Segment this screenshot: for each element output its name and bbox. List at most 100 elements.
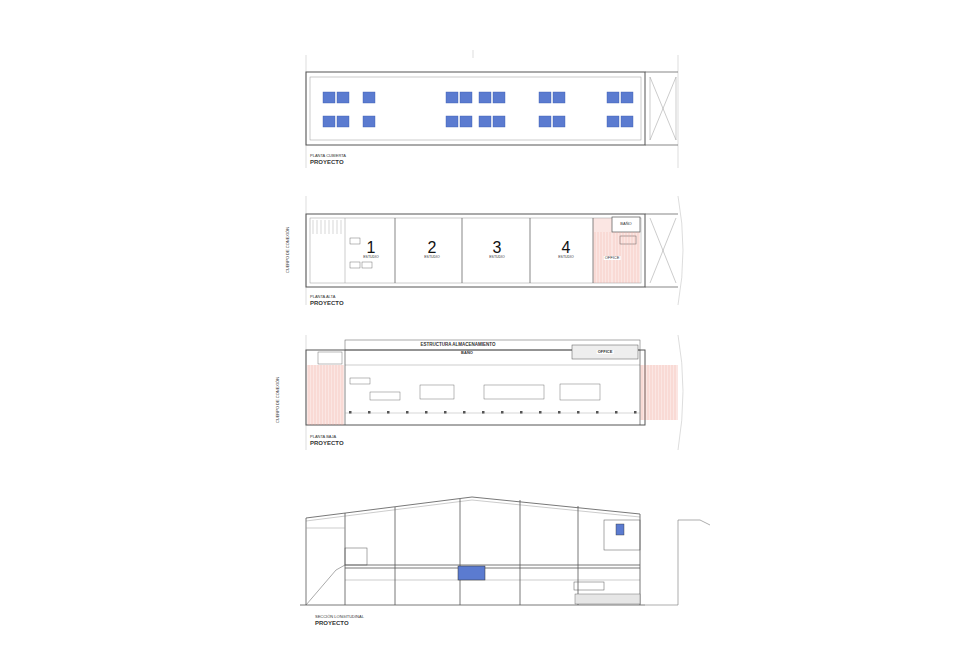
upper-floor-plan	[395, 218, 396, 283]
skylights	[323, 92, 633, 127]
hatched-floor	[651, 365, 652, 420]
ground-floor-plan	[306, 350, 645, 425]
hatched-floor	[315, 365, 316, 425]
ground-floor-plan	[640, 350, 641, 425]
upper-floor-plan	[310, 218, 641, 283]
columns	[634, 411, 637, 414]
columns	[482, 411, 485, 414]
stair	[333, 220, 334, 234]
room-number: 1	[367, 240, 376, 256]
hatched-floor	[666, 365, 667, 420]
longitudinal-section	[345, 580, 640, 581]
longitudinal-section	[574, 582, 604, 590]
roof-plan	[310, 77, 641, 140]
hatched-floor	[642, 365, 643, 420]
upper-floor-plan	[645, 214, 678, 215]
longitudinal-section	[345, 548, 367, 565]
upper-floor-plan	[350, 238, 360, 244]
skylights	[493, 116, 505, 127]
stair	[313, 220, 314, 234]
longitudinal-section	[300, 605, 645, 606]
drawing-label: ESTUDIO	[489, 256, 505, 260]
longitudinal-section	[306, 565, 345, 605]
longitudinal-section	[306, 528, 345, 529]
skylights	[493, 92, 505, 103]
ground-floor-plan	[678, 335, 683, 450]
skylights	[446, 92, 458, 103]
columns	[596, 411, 599, 414]
columns	[349, 411, 352, 414]
hatched-floor	[342, 365, 343, 425]
hatched-floor	[339, 365, 340, 425]
skylights	[479, 92, 491, 103]
hatched-floor	[595, 232, 596, 283]
drawing-label: CUERPO DE CONEXIÓN	[286, 227, 290, 273]
drawing-label: SECCIÓN LONGITUDINAL	[315, 615, 364, 619]
roof-plan	[306, 72, 645, 145]
roof-plan	[645, 145, 678, 146]
roof-plan	[650, 77, 651, 140]
roof-plan	[473, 50, 474, 58]
stair	[329, 220, 330, 234]
drawing-label: ESTUDIO	[424, 256, 440, 260]
skylights	[621, 92, 633, 103]
upper-floor-plan	[345, 218, 346, 283]
ground-floor-plan	[572, 345, 638, 359]
longitudinal-section	[604, 520, 640, 550]
upper-floor-plan	[645, 287, 678, 288]
upper-floor-plan	[678, 196, 683, 305]
hatched-floor	[336, 365, 337, 425]
hatched-floor	[660, 365, 661, 420]
skylights	[553, 92, 565, 103]
drawing-label: ESTUDIO	[363, 256, 379, 260]
hatched-floor	[675, 365, 676, 420]
longitudinal-section	[300, 497, 710, 605]
stair	[321, 220, 322, 234]
longitudinal-section	[460, 499, 461, 605]
drawing-subtitle: PROYECTO	[310, 300, 344, 306]
skylights	[363, 92, 375, 103]
skylights	[460, 92, 472, 103]
columns	[539, 411, 542, 414]
drawing-label: PLANTA CUBIERTA	[310, 154, 346, 158]
columns	[577, 411, 580, 414]
hatched-floor	[623, 232, 624, 283]
upper-floor-plan	[612, 217, 640, 232]
longitudinal-section	[395, 507, 396, 605]
skylights	[323, 116, 335, 127]
longitudinal-section	[645, 605, 678, 606]
hatched-floor	[663, 365, 664, 420]
columns	[425, 411, 428, 414]
stair	[337, 220, 338, 234]
hatched-floor	[638, 232, 639, 283]
hatched-floor	[648, 365, 649, 420]
ground-floor-plan	[345, 350, 346, 425]
ground-floor-plan	[560, 384, 600, 400]
hatched-floor	[657, 365, 658, 420]
hatched-floor	[629, 232, 630, 283]
longitudinal-section	[616, 524, 624, 535]
longitudinal-section	[345, 565, 640, 566]
longitudinal-section	[575, 594, 640, 604]
hatched-floor	[330, 365, 331, 425]
hatched-floor	[598, 232, 599, 283]
ground-floor-plan	[306, 335, 683, 450]
roof-plan	[650, 77, 676, 140]
roof-plan	[650, 77, 676, 140]
upper-floor-plan	[306, 214, 645, 287]
stair	[341, 220, 342, 234]
hatched-floor	[321, 365, 322, 425]
upper-floor-plan	[362, 262, 372, 268]
longitudinal-section	[678, 520, 710, 605]
skylights	[337, 92, 349, 103]
drawing-label: ESTUDIO	[558, 256, 574, 260]
hatched-floor	[645, 365, 646, 420]
drawing-subtitle: PROYECTO	[315, 620, 349, 626]
columns	[501, 411, 504, 414]
upper-floor-plan	[650, 218, 676, 283]
ground-floor-plan	[484, 385, 544, 399]
room-number: 4	[562, 240, 571, 256]
stair	[325, 220, 326, 234]
